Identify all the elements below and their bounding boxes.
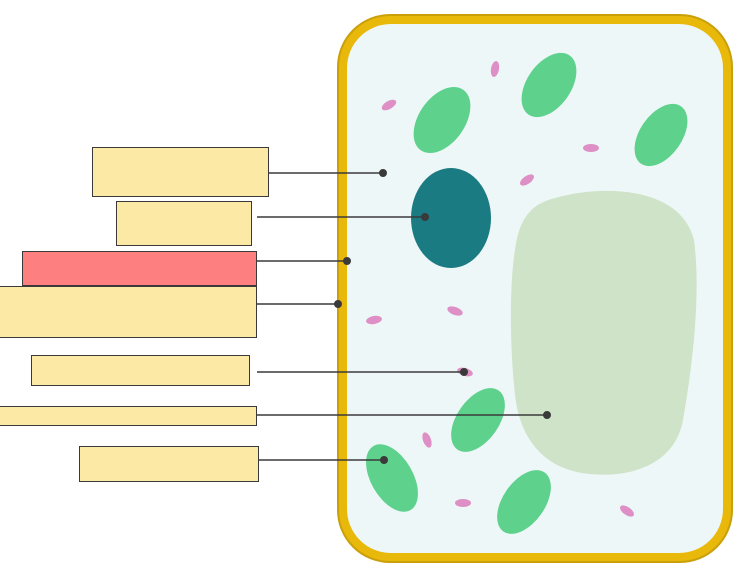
- small-organelle: [366, 315, 382, 325]
- chloroplasts: [366, 52, 688, 534]
- nucleus: [411, 168, 491, 268]
- small-organelle: [520, 174, 534, 186]
- label-box-3-highlighted[interactable]: [22, 251, 257, 286]
- label-box-5[interactable]: [31, 355, 250, 386]
- leader-dot-2: [420, 213, 429, 222]
- chloroplast: [366, 444, 418, 512]
- small-organelle: [447, 306, 463, 316]
- leader-dot-3: [342, 256, 351, 265]
- leader-dot-6: [542, 410, 551, 419]
- chloroplast: [451, 388, 505, 452]
- small-organelle: [620, 505, 634, 517]
- small-organelle: [381, 99, 397, 111]
- leader-dot-1: [378, 169, 387, 178]
- small-organelle: [455, 499, 471, 507]
- small-organelles: [366, 61, 634, 517]
- small-organelle: [490, 61, 500, 77]
- leader-dot-5: [459, 367, 468, 376]
- small-organelle: [583, 144, 599, 152]
- chloroplast: [497, 470, 551, 534]
- leader-dot-7: [379, 455, 388, 464]
- label-box-4[interactable]: [0, 286, 257, 338]
- chloroplast: [413, 86, 471, 154]
- label-box-2[interactable]: [116, 201, 252, 246]
- label-box-1[interactable]: [92, 147, 269, 197]
- leader-dot-4: [333, 299, 342, 308]
- leader-lines: [257, 169, 551, 464]
- chloroplast: [521, 52, 577, 118]
- central-vacuole: [510, 190, 697, 475]
- chloroplast: [634, 103, 688, 167]
- label-box-6[interactable]: [0, 406, 257, 426]
- label-box-7[interactable]: [79, 446, 259, 482]
- small-organelle: [422, 432, 432, 448]
